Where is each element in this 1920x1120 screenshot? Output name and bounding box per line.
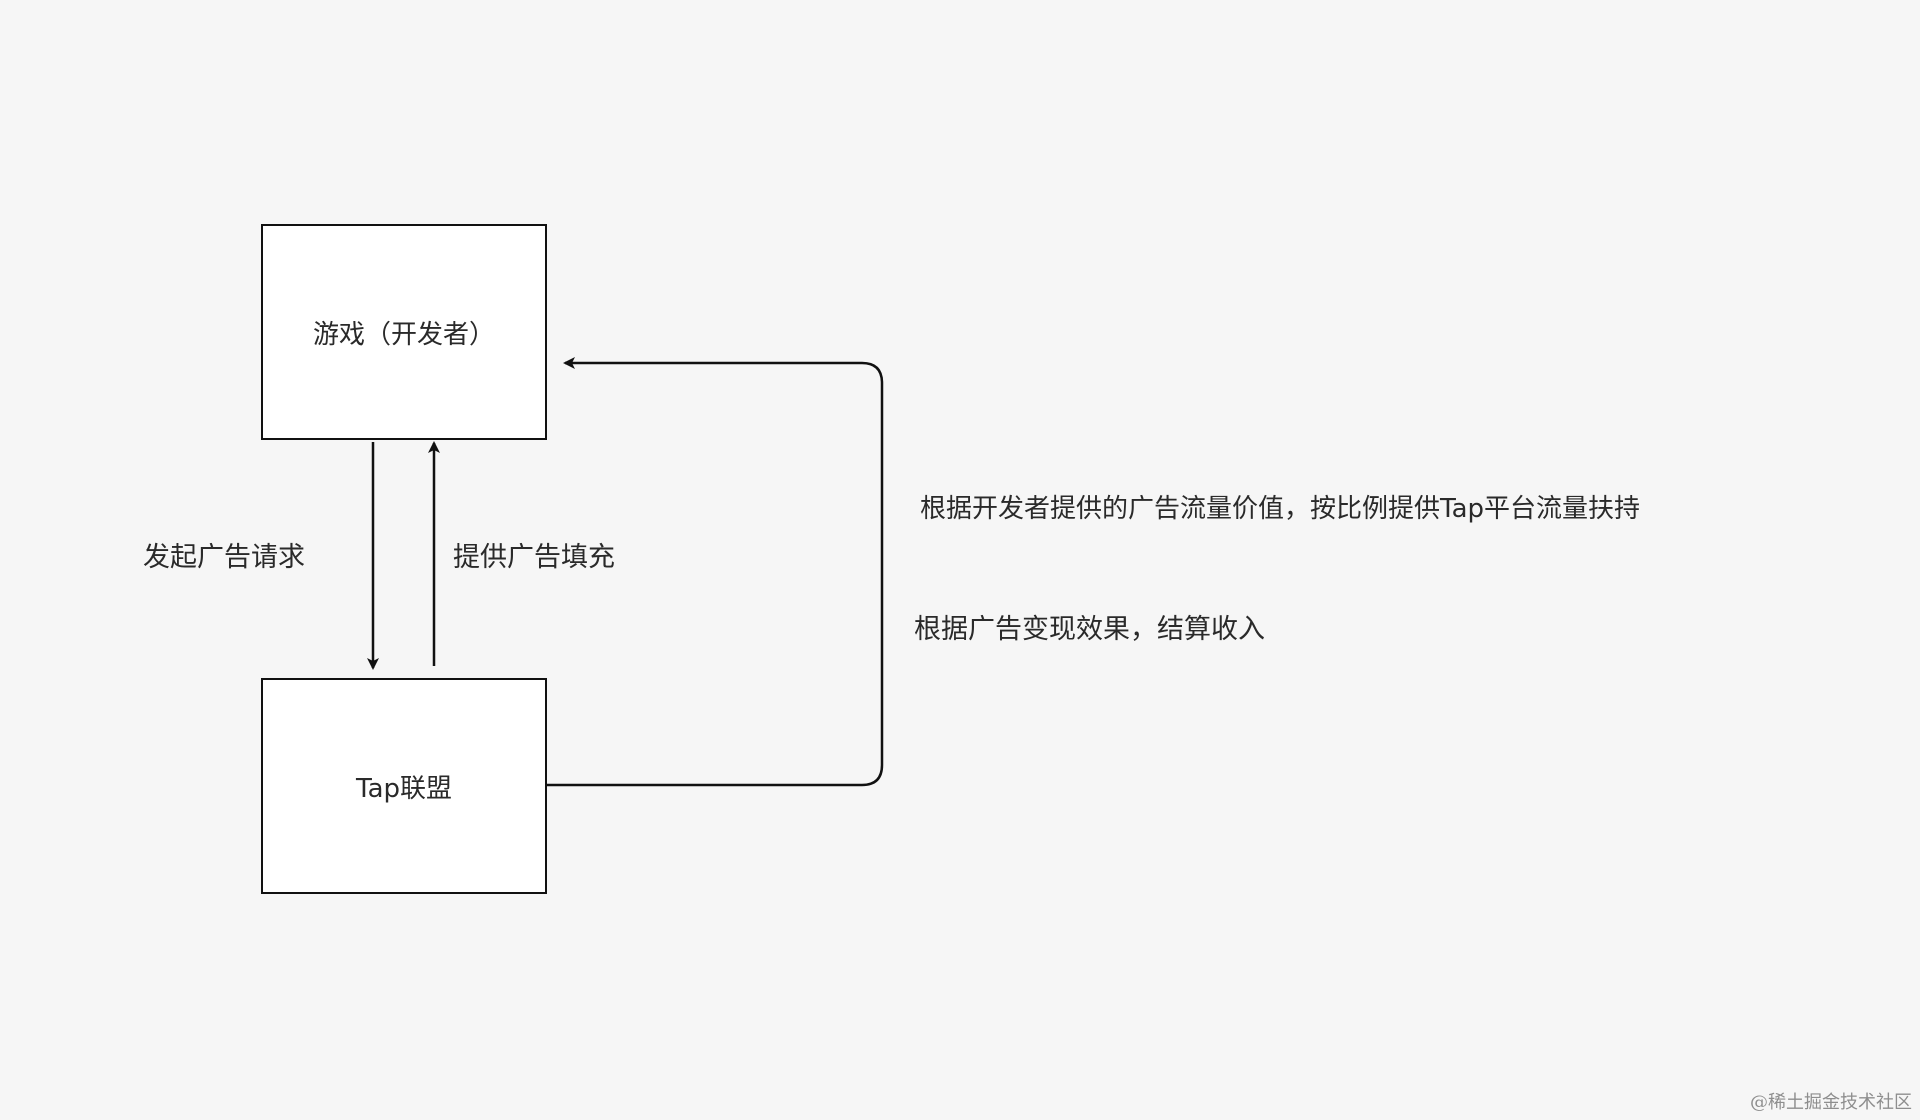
node-game-developer-label: 游戏（开发者）	[312, 319, 495, 350]
edge-label-fill: 提供广告填充	[453, 542, 615, 573]
feedback-loop-arrow	[546, 357, 884, 787]
edge-label-request: 发起广告请求	[143, 542, 305, 573]
edge-label-settlement: 根据广告变现效果，结算收入	[914, 614, 1265, 645]
node-game-developer: 游戏（开发者）	[261, 224, 547, 440]
node-tap-alliance-label: Tap联盟	[355, 773, 452, 804]
node-tap-alliance: Tap联盟	[261, 678, 547, 894]
watermark: @稀土掘金技术社区	[1750, 1092, 1912, 1113]
edge-label-traffic-support: 根据开发者提供的广告流量价值，按比例提供Tap平台流量扶持	[920, 494, 1641, 524]
